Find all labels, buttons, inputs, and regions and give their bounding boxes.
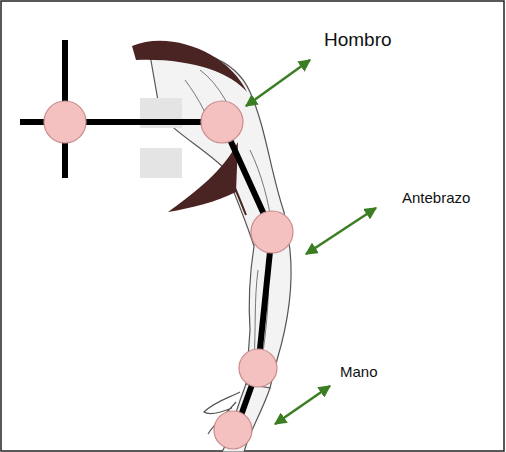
joint-circle: [239, 349, 277, 387]
torso-patch: [140, 148, 182, 178]
trapezius-muscle: [132, 41, 247, 92]
joint-circles: [44, 101, 293, 449]
leader-arrow: [246, 60, 310, 106]
part-label: Antebrazo: [402, 190, 470, 207]
leader-arrow: [275, 386, 330, 424]
part-label: Hombro: [324, 30, 392, 51]
leader-arrow: [306, 208, 376, 254]
joint-circle: [44, 101, 86, 143]
joint-circle: [201, 101, 243, 143]
joint-circle: [214, 411, 252, 449]
joint-circle: [251, 211, 293, 253]
skeleton-lines: [20, 40, 272, 432]
part-label: Mano: [340, 364, 378, 381]
